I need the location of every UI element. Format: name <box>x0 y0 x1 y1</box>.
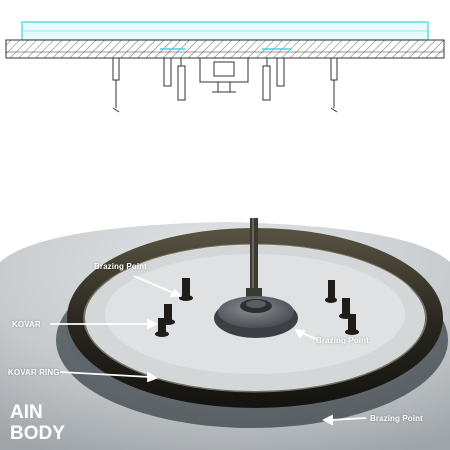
label-body: BODY <box>10 423 65 444</box>
label-ain: AIN <box>10 402 43 423</box>
label-kovar-ring: KOVAR RING <box>8 368 60 377</box>
pin-left <box>112 57 120 113</box>
label-kovar: KOVAR <box>12 320 41 329</box>
terminals-right <box>262 57 285 101</box>
label-brazing-point-bottom: Brazing Point <box>370 414 423 423</box>
label-brazing-point-center: Brazing Point <box>316 336 369 345</box>
pin-right <box>330 57 338 113</box>
label-ain-body: AIN BODY <box>10 402 65 444</box>
terminals <box>155 278 359 337</box>
terminals-left <box>163 57 186 101</box>
label-brazing-point-top: Brazing Point <box>94 262 147 271</box>
callout-arrows <box>50 275 367 426</box>
center-shaft <box>199 57 249 93</box>
cross-section-drawing <box>5 21 445 113</box>
